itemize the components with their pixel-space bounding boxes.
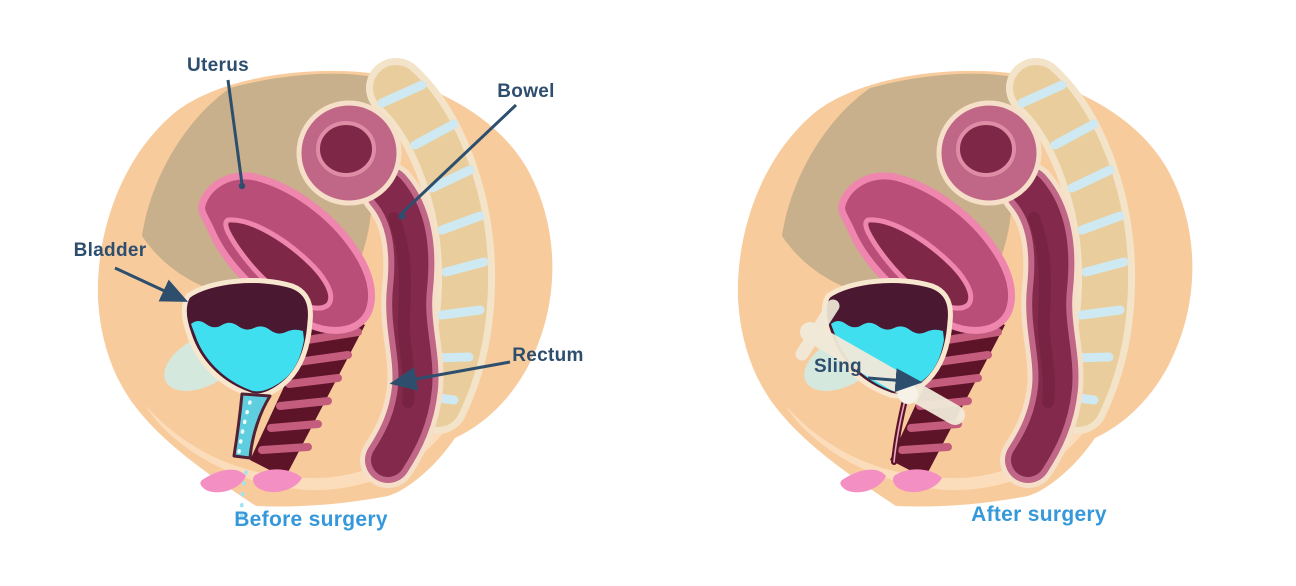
- after-surgery-caption: After surgery: [971, 503, 1107, 526]
- leaking-urethra: [232, 392, 272, 462]
- bladder-arrow: [114, 266, 189, 302]
- before-surgery-caption: Before surgery: [234, 508, 388, 531]
- bowel-label: Bowel: [497, 81, 555, 102]
- rectum-label: Rectum: [512, 345, 584, 366]
- annotation-arrows: [867, 368, 923, 393]
- bladder-label: Bladder: [73, 240, 147, 261]
- rectum-arrow: [389, 360, 511, 391]
- uterus-arrow: [226, 79, 246, 190]
- annotation-arrows: [114, 79, 518, 391]
- sling-arrow: [867, 368, 923, 393]
- anatomy-illustration-after: [710, 10, 1230, 550]
- sling-label: Sling: [814, 356, 862, 377]
- anatomy-base-back: [738, 71, 1193, 507]
- bowel-arrow: [398, 103, 518, 220]
- uterus-label: Uterus: [187, 55, 249, 76]
- anatomy-illustration-before: [70, 10, 590, 550]
